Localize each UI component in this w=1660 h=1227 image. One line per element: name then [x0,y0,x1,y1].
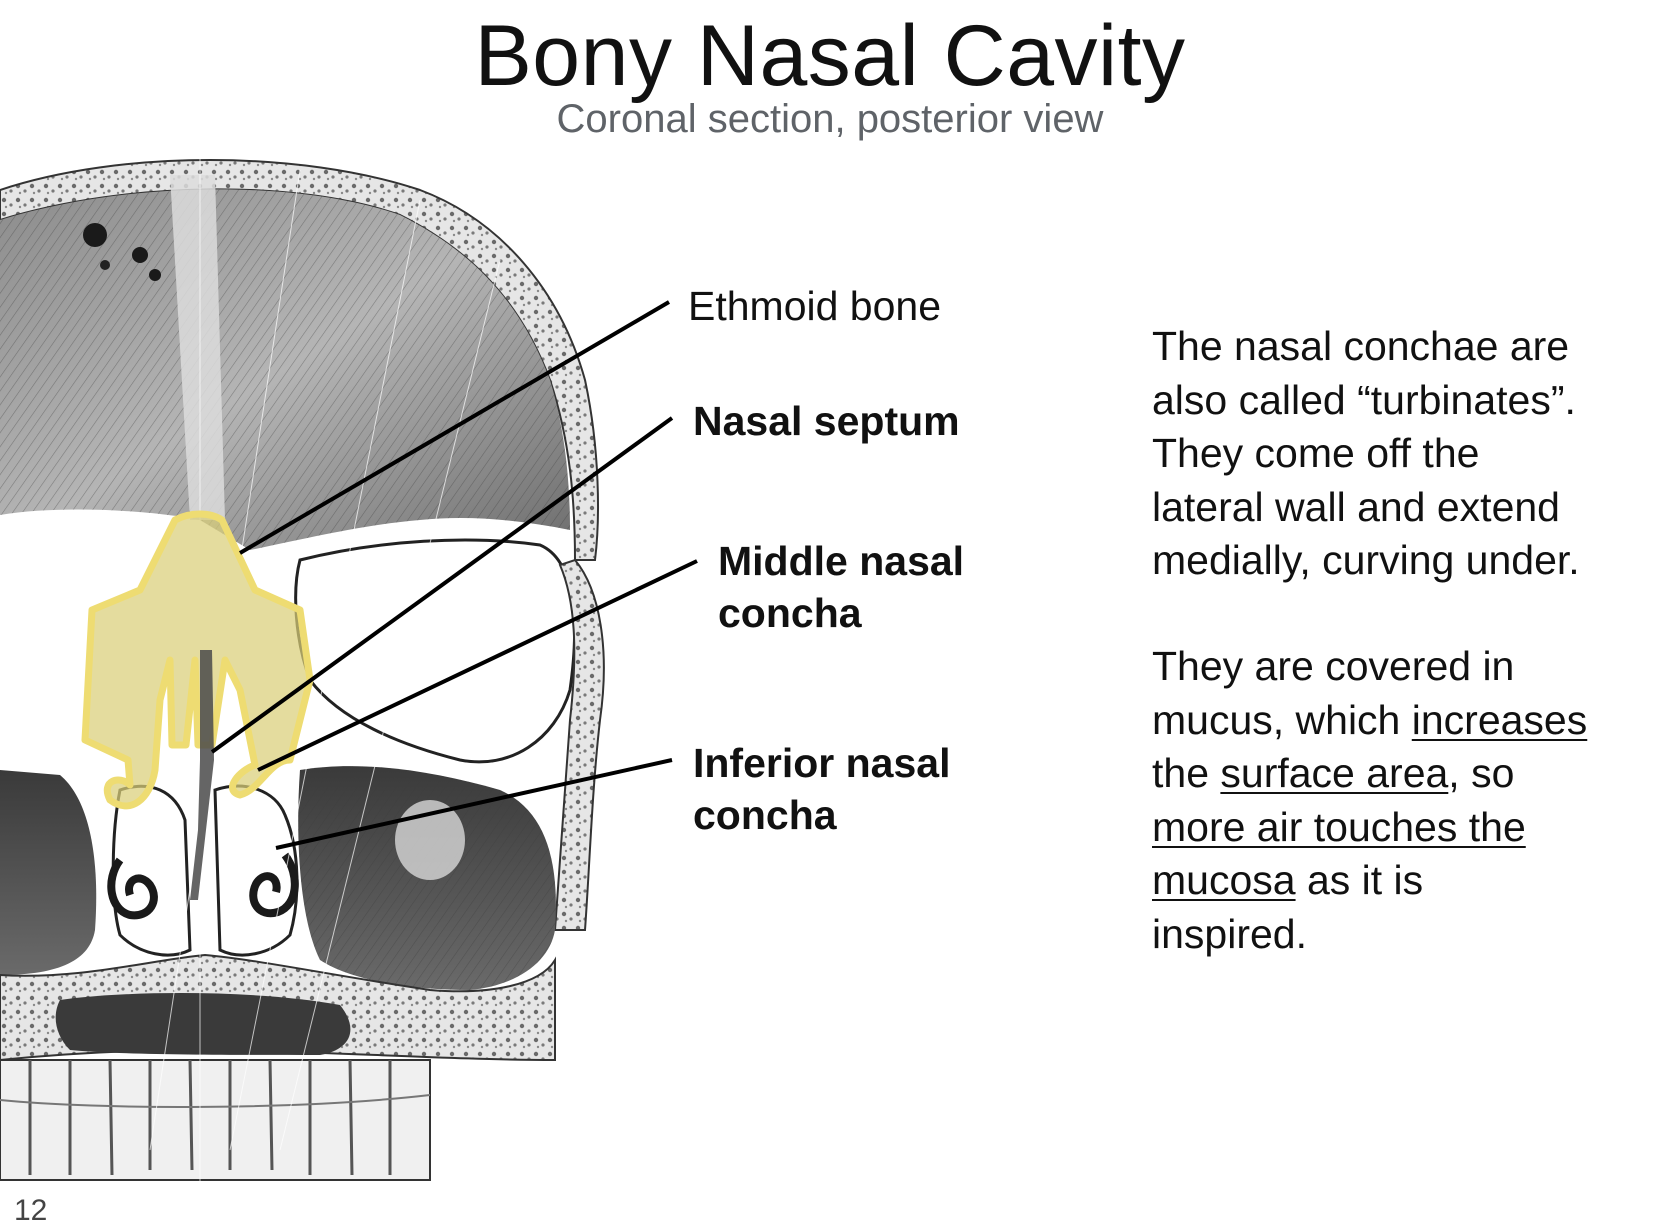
ethmoid-leader [238,300,671,555]
inferior-concha-left [107,857,158,920]
description-paragraph-2: They are covered in mucus, which increas… [1152,643,1588,957]
label-inferior-nasal-concha: Inferior nasal concha [693,740,951,838]
inferior-concha-leader [275,758,673,850]
nasal-cavity-left [111,784,192,957]
lateral-orbital-wall [553,558,605,931]
label-ethmoid-bone: Ethmoid bone [688,283,942,329]
orbit [294,538,577,764]
crista-galli [170,175,225,520]
underline-increases: increases [1411,696,1588,743]
teeth [0,1059,431,1181]
page-number: 12 [14,1194,48,1227]
description-paragraph-1: The nasal conchae are also called “turbi… [1152,323,1580,583]
underline-mucosa: mucosa [1152,857,1296,903]
septum-leader [210,416,674,754]
septum-plate [190,650,214,900]
left-maxillary-sinus [0,770,97,975]
slide-title: Bony Nasal Cavity [474,8,1186,104]
label-middle-nasal-concha: Middle nasal concha [718,538,965,636]
underline-surface-area: surface area [1220,750,1449,796]
inferior-concha-right [249,852,299,918]
slide-subtitle: Coronal section, posterior view [556,97,1104,141]
label-nasal-septum: Nasal septum [693,398,960,444]
skull-illustration [0,145,605,1200]
underline-more-air: more air touches the [1152,803,1526,850]
nasal-cavity-right [213,784,299,957]
leader-lines [210,300,698,850]
middle-concha-leader [257,559,698,772]
